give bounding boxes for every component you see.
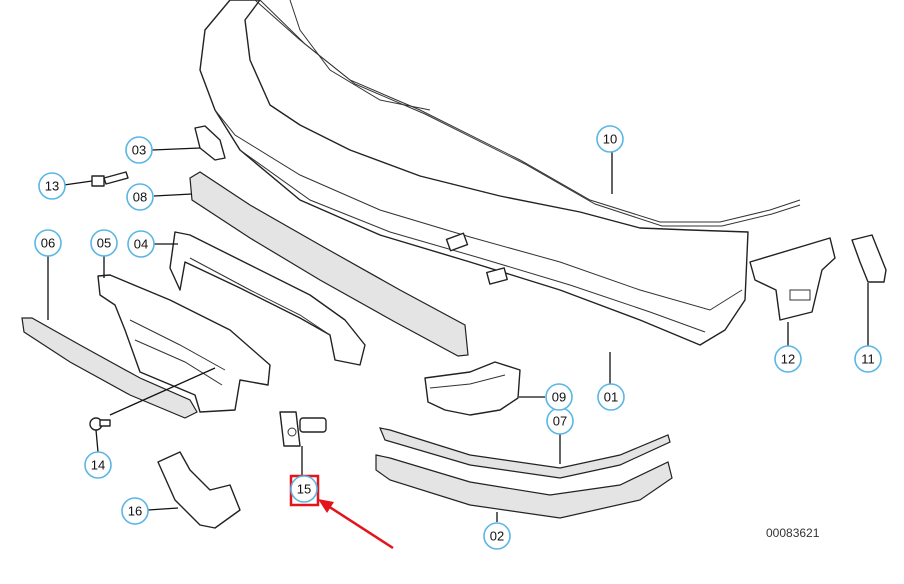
svg-text:06: 06 [41,236,55,251]
callout-13[interactable]: 13 [38,172,66,200]
svg-text:13: 13 [45,179,59,194]
svg-text:09: 09 [552,390,566,405]
svg-text:04: 04 [134,237,148,252]
part-side-bracket [749,237,836,321]
callout-10[interactable]: 10 [596,125,624,153]
part-screw [91,171,129,187]
part-bumper-cover [199,0,749,346]
callout-05[interactable]: 05 [90,229,118,257]
part-clip-holder [851,234,887,283]
svg-text:02: 02 [490,529,504,544]
svg-text:10: 10 [603,132,617,147]
part-trim-strip [21,317,198,419]
callout-16[interactable]: 16 [121,497,149,525]
svg-text:07: 07 [553,414,567,429]
part-clip [194,125,226,161]
part-mounting-strip [189,171,469,357]
svg-text:05: 05 [97,236,111,251]
svg-text:16: 16 [128,504,142,519]
svg-text:11: 11 [861,352,875,367]
svg-text:08: 08 [133,190,147,205]
svg-text:14: 14 [91,458,105,473]
svg-text:01: 01 [604,390,618,405]
callout-08[interactable]: 08 [126,183,154,211]
callout-01[interactable]: 01 [597,383,625,411]
callout-04[interactable]: 04 [127,230,155,258]
callout-15[interactable]: 15 [290,475,318,503]
part-air-duct [424,361,521,416]
part-lower-bracket [157,451,241,529]
part-seal-strip [254,0,801,227]
part-center-grille [97,274,271,413]
callout-06[interactable]: 06 [34,229,62,257]
svg-text:15: 15 [297,482,311,497]
callout-14[interactable]: 14 [84,451,112,479]
callout-02[interactable]: 02 [483,522,511,550]
catalog-number: 00083621 [766,526,820,540]
callout-07[interactable]: 07 [546,407,574,435]
svg-text:03: 03 [132,143,146,158]
part-lower-trim [379,427,671,479]
part-holder [279,411,327,447]
callout-11[interactable]: 11 [854,345,882,373]
callout-03[interactable]: 03 [125,136,153,164]
callout-09[interactable]: 09 [545,383,573,411]
part-lower-spoiler [375,454,673,519]
callout-12[interactable]: 12 [774,345,802,373]
part-grille-frame [169,231,366,366]
part-rivet [89,417,111,431]
leader-lines [47,147,869,522]
svg-text:12: 12 [781,352,795,367]
